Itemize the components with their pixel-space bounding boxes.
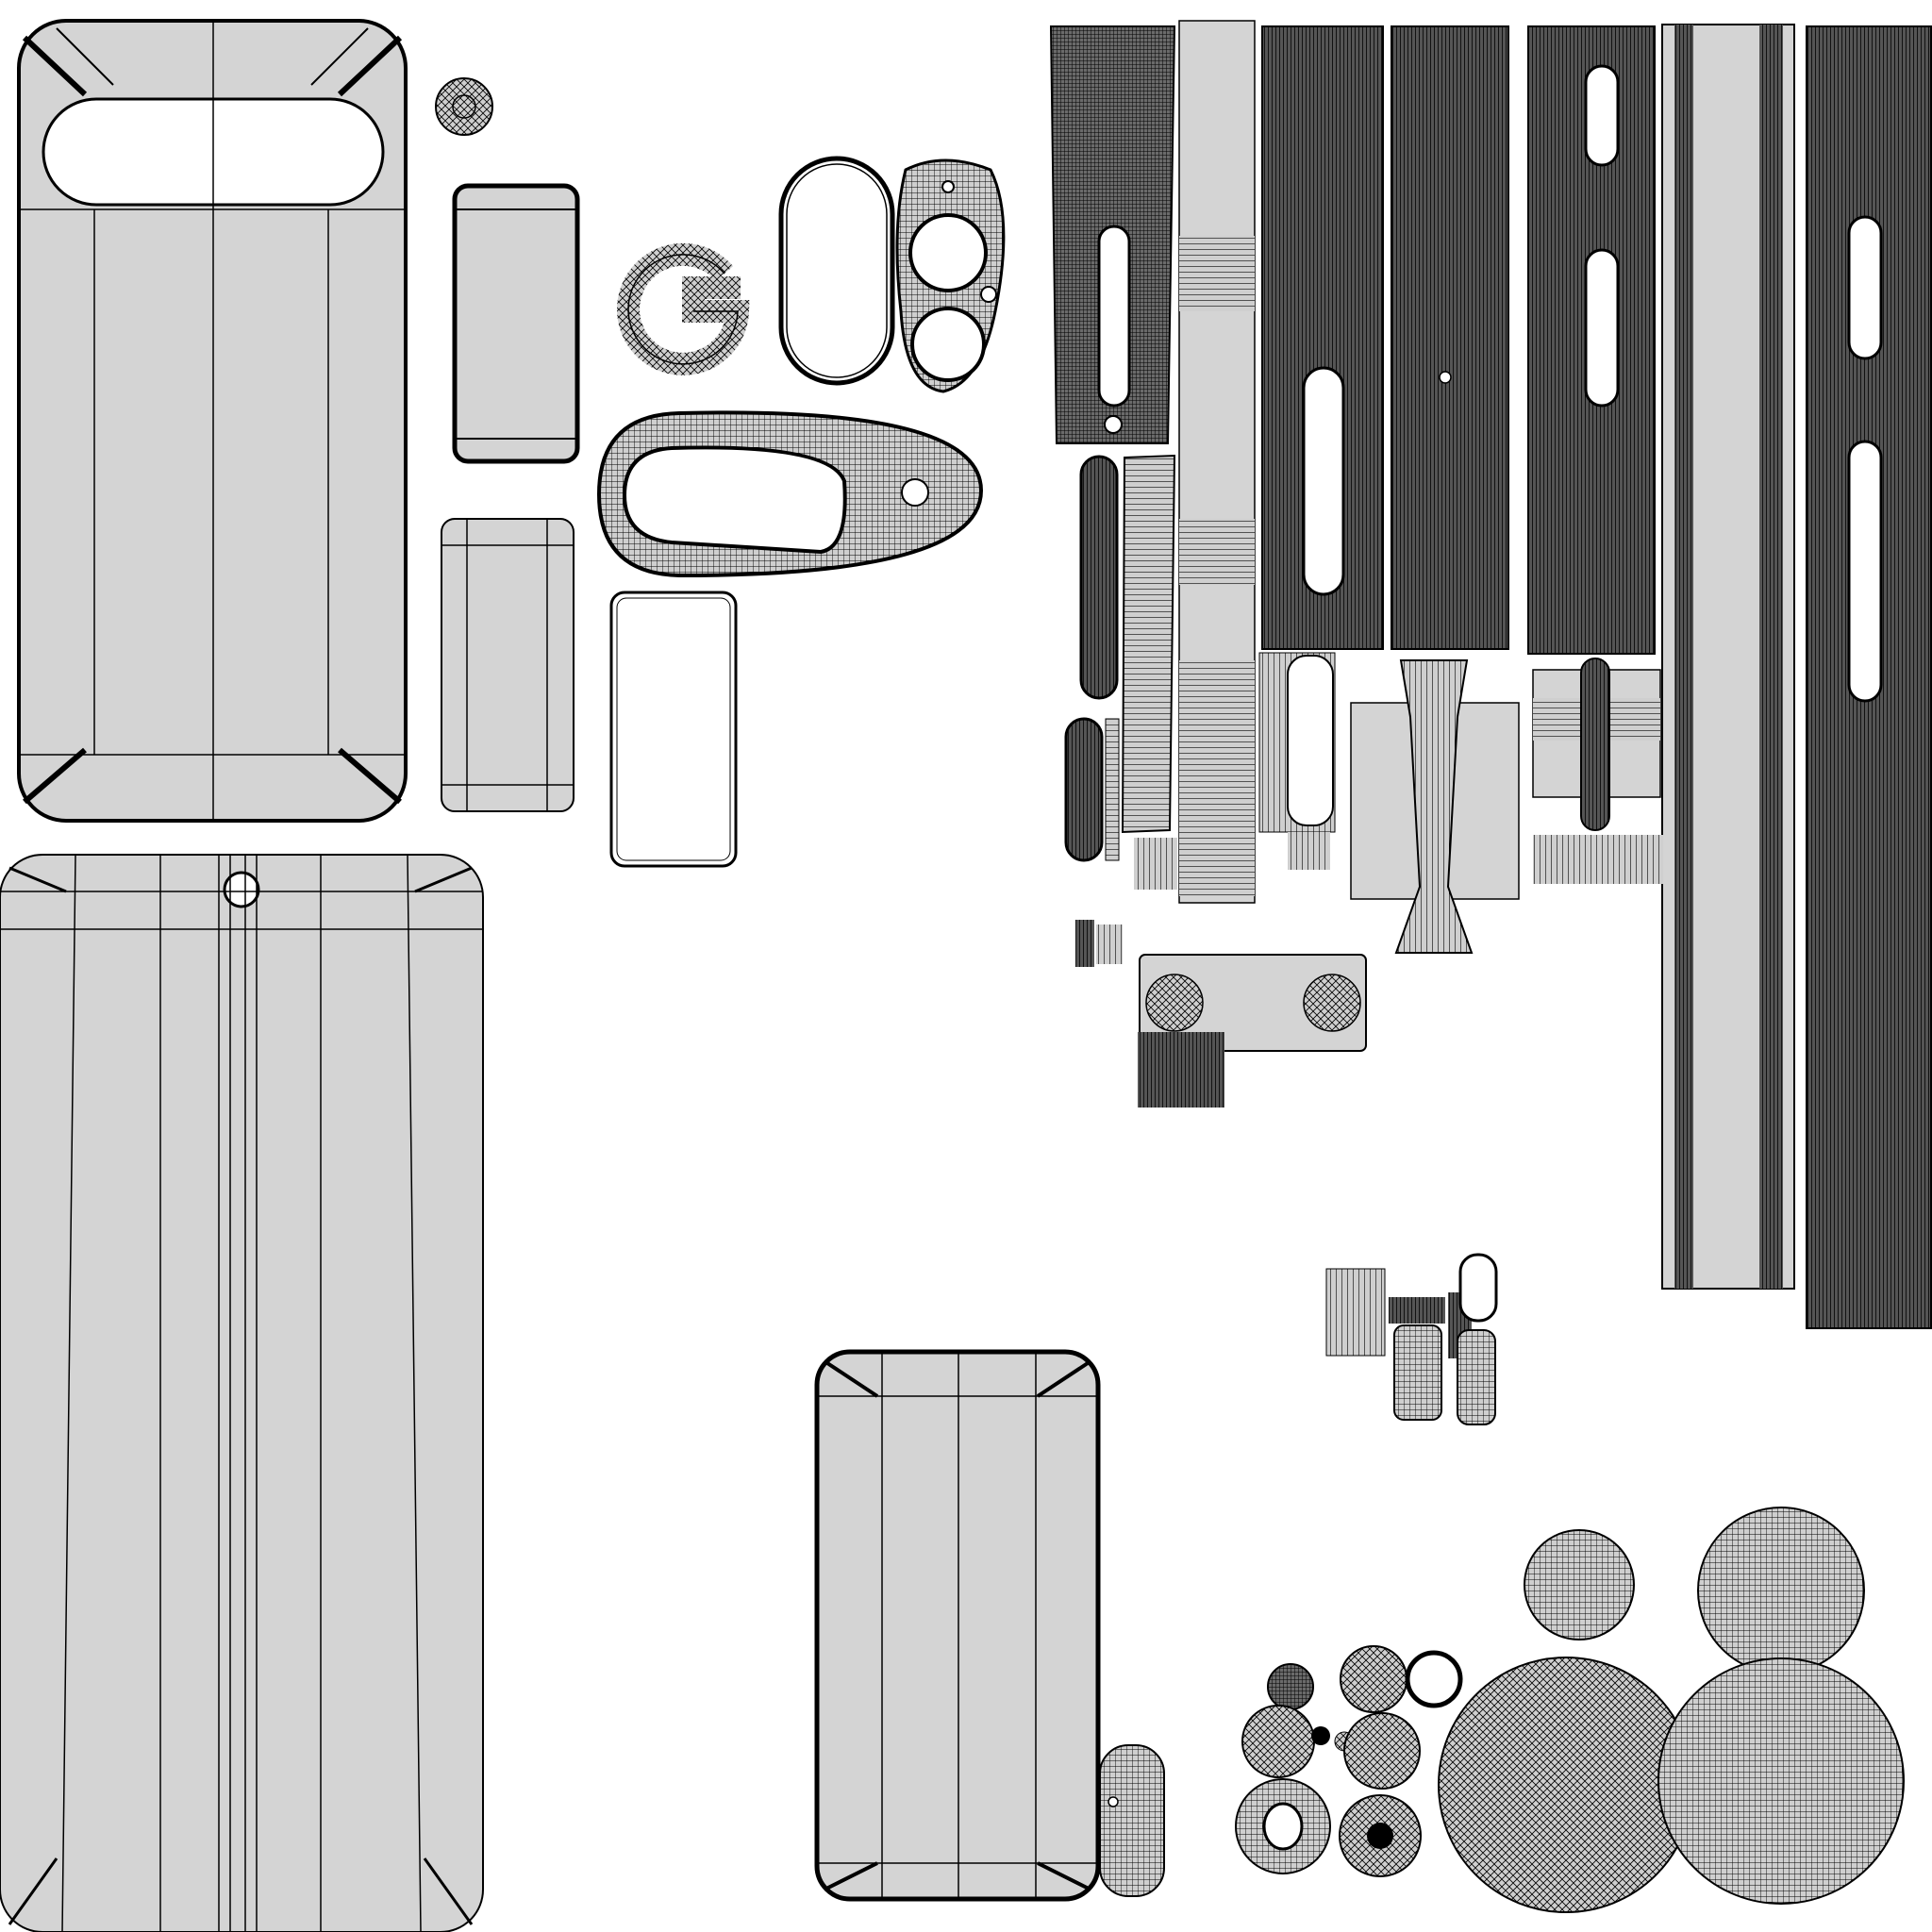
back-panel-large: [0, 854, 484, 1932]
logo-g: [617, 242, 750, 375]
small-parts: [1064, 454, 1663, 1425]
camera-lens-plate: [895, 158, 1006, 393]
button-piece-a: [452, 183, 580, 464]
camera-glass: [778, 156, 895, 386]
button-piece-b: [441, 518, 575, 812]
back-panel-top: [17, 19, 408, 823]
frame-outline: [609, 591, 738, 868]
side-strips: [1049, 20, 1932, 1329]
camera-bar: [596, 410, 984, 578]
small-disc: [435, 77, 493, 136]
back-panel-mid: [814, 1349, 1165, 1902]
lens-discs: [1235, 1507, 1905, 1913]
